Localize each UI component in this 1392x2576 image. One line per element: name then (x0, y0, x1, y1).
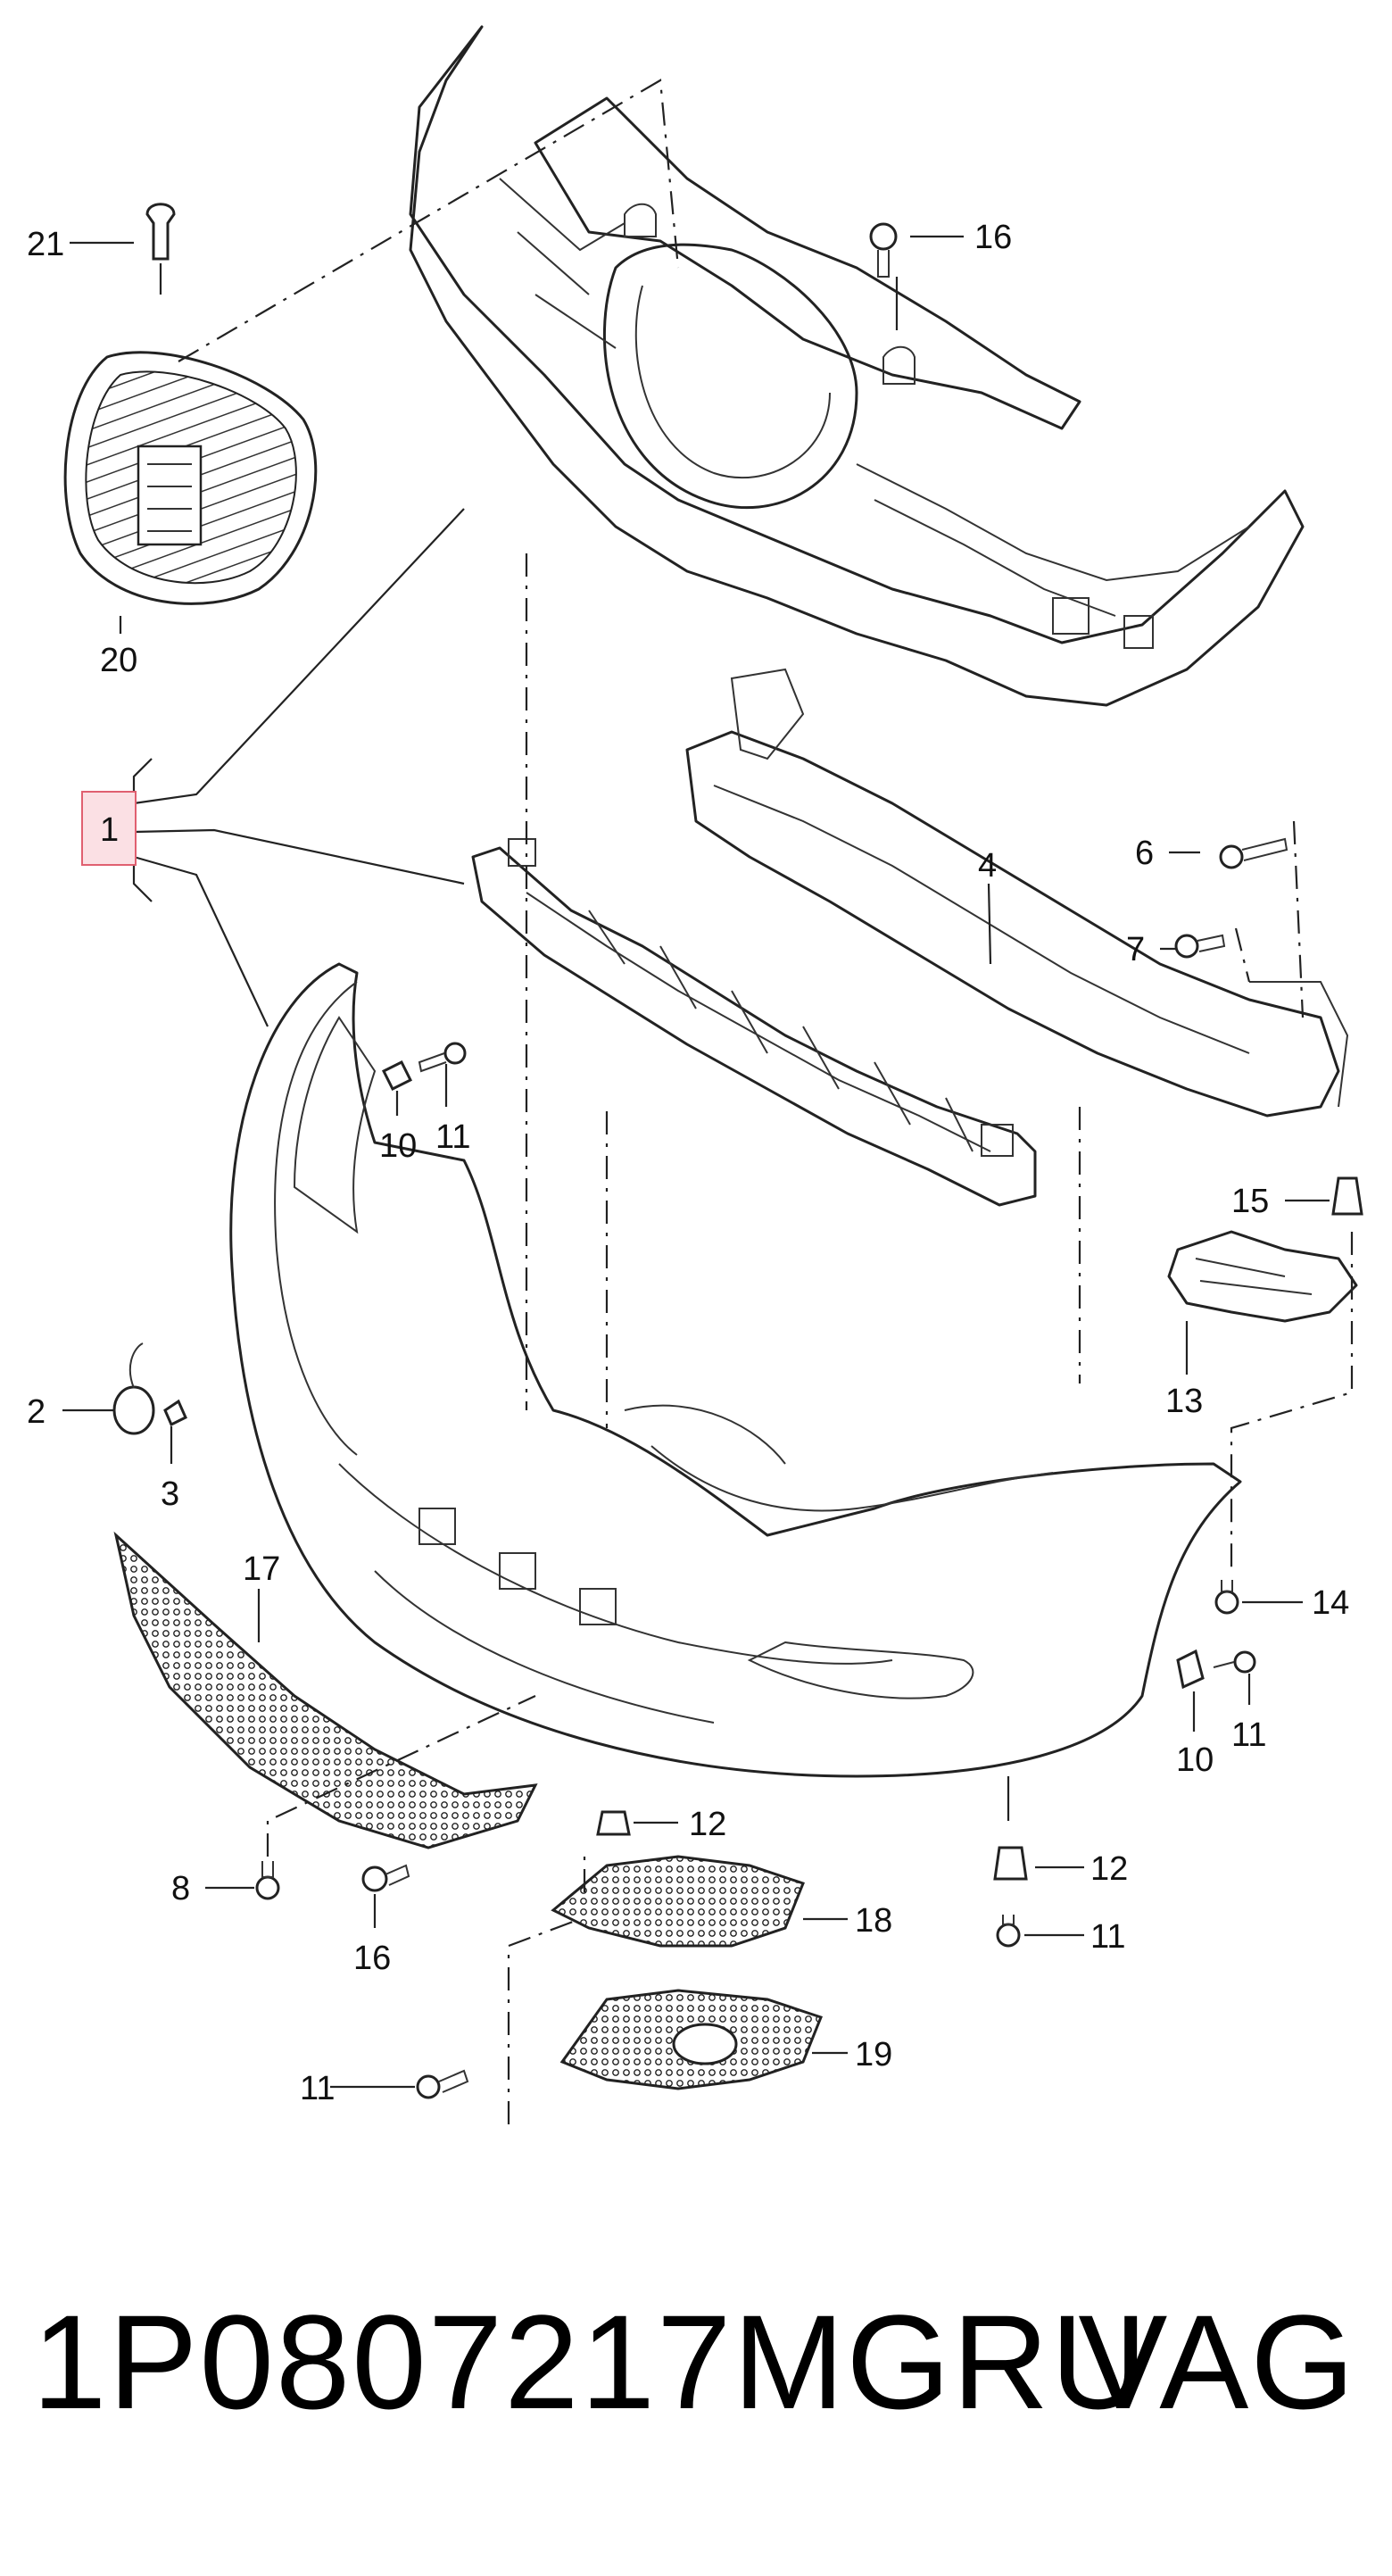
callout-10-left: 10 (379, 1127, 417, 1165)
leader-lines (62, 235, 1330, 2089)
bumper-carrier-upper (409, 25, 1305, 707)
callout-16-top: 16 (974, 219, 1012, 256)
callout-11-left: 11 (435, 1118, 470, 1156)
callout-12-center: 12 (689, 1806, 726, 1843)
fastener-bolt-8 (255, 1861, 280, 1900)
fastener-clip-15 (1331, 1176, 1363, 1216)
assembly-lines (178, 79, 1354, 2124)
callout-6: 6 (1135, 835, 1154, 872)
callout-1-highlight (81, 791, 137, 866)
callout-1: 1 (100, 811, 119, 849)
fastener-bolt-16-top (869, 222, 898, 278)
callout-2: 2 (27, 1393, 46, 1431)
radiator-grille (63, 351, 318, 605)
callout-21: 21 (27, 226, 64, 263)
fastener-bolt-16-lower (361, 1864, 410, 1892)
callout-11-right: 11 (1231, 1716, 1266, 1754)
footer: 1P0807217MGRU VAG (0, 2285, 1392, 2464)
impact-absorber (471, 838, 1037, 1207)
fastener-clip-21 (145, 203, 176, 261)
callout-17: 17 (243, 1550, 280, 1588)
tow-hook-cap (112, 1342, 155, 1435)
callout-18: 18 (855, 1902, 892, 1940)
fastener-clip-10-left (381, 1059, 413, 1092)
fastener-bolt-11-right (1213, 1650, 1256, 1674)
callout-11-bottom: 11 (300, 2070, 335, 2107)
callout-3: 3 (161, 1475, 179, 1513)
fastener-bolt-6 (1219, 837, 1288, 869)
part-number: 1P0807217MGRU (32, 2287, 1149, 2437)
fastener-nut-12-right (993, 1846, 1028, 1881)
lower-grille (113, 1531, 538, 1849)
callout-10-right: 10 (1176, 1741, 1214, 1779)
fog-grille-lower (559, 1989, 823, 2090)
fastener-bolt-11-lower-right (996, 1915, 1021, 1948)
bumper-cover (229, 962, 1242, 1778)
callout-16-lower: 16 (353, 1940, 391, 1977)
fastener-bolt-7 (1174, 934, 1226, 959)
fastener-bolt-14 (1214, 1580, 1239, 1615)
fog-grille-upper (551, 1855, 805, 1948)
callout-labels: 1 21 20 16 4 6 7 10 11 15 13 2 3 17 14 1… (27, 219, 1349, 2107)
callout-15: 15 (1231, 1183, 1269, 1220)
callout-14: 14 (1312, 1584, 1349, 1622)
callout-8: 8 (171, 1870, 190, 1907)
callout-11-lower-right: 11 (1090, 1918, 1125, 1956)
fastener-nut-12-center (596, 1810, 631, 1836)
bumper-reinforcement (685, 668, 1349, 1118)
callout-4: 4 (978, 847, 997, 885)
fastener-bolt-11-left (418, 1042, 467, 1073)
brand-name: VAG (1078, 2287, 1356, 2437)
callout-19: 19 (855, 2036, 892, 2073)
fastener-bolt-11-bottom (416, 2069, 469, 2099)
exploded-parts-diagram: 1 21 20 16 4 6 7 10 11 15 13 2 3 17 14 1… (27, 25, 1363, 2124)
fastener-clip-3 (163, 1399, 187, 1427)
callout-13: 13 (1165, 1383, 1203, 1420)
side-bracket (1167, 1230, 1358, 1323)
callout-12-right: 12 (1090, 1850, 1128, 1888)
callout-7: 7 (1126, 931, 1145, 968)
fastener-clip-10-right (1176, 1649, 1205, 1690)
callout-20: 20 (100, 642, 137, 679)
